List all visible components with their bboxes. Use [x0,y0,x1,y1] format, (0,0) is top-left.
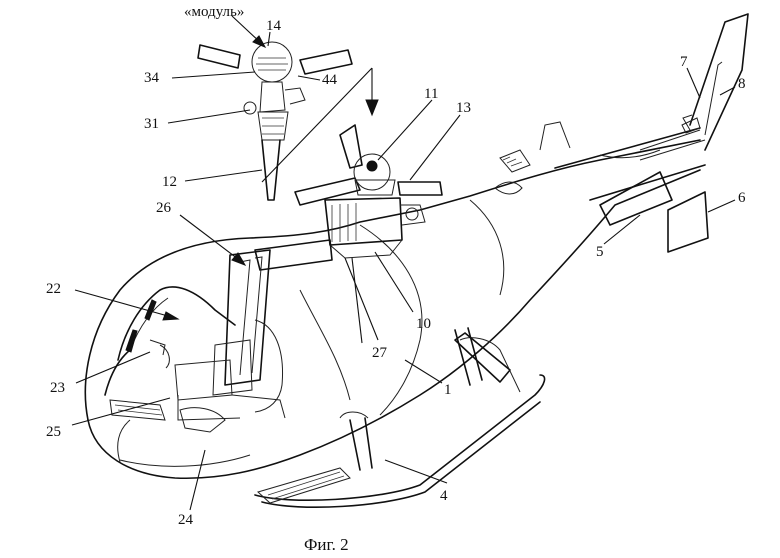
main-rotor-installed [294,124,443,259]
label-4: 4 [440,488,448,504]
fuselage [84,139,701,480]
label-31: 31 [144,116,159,132]
label-7: 7 [680,54,688,70]
part-labels: «модуль» 14 34 44 31 12 11 13 7 8 6 5 26… [46,4,746,554]
label-5: 5 [596,244,604,260]
label-23: 23 [50,380,65,396]
figure-caption: Фиг. 2 [304,535,349,554]
label-10: 10 [416,316,431,332]
label-44: 44 [322,72,338,88]
landing-skids [254,327,546,508]
label-module: «модуль» [184,4,244,20]
label-27: 27 [372,345,388,361]
control-linkage [109,239,333,433]
rotor-module-exploded [197,41,353,201]
label-1: 1 [444,382,452,398]
label-13: 13 [456,100,471,116]
indicator-arrows [74,15,379,321]
tail-boom [494,13,749,253]
label-34: 34 [144,70,160,86]
label-12: 12 [162,174,177,190]
label-8: 8 [738,76,746,92]
leader-lines [71,31,736,511]
label-14: 14 [266,18,282,34]
label-6: 6 [738,190,746,206]
label-24: 24 [178,512,194,528]
label-25: 25 [46,424,61,440]
label-11: 11 [424,86,438,102]
label-26: 26 [156,200,172,216]
label-22: 22 [46,281,61,297]
